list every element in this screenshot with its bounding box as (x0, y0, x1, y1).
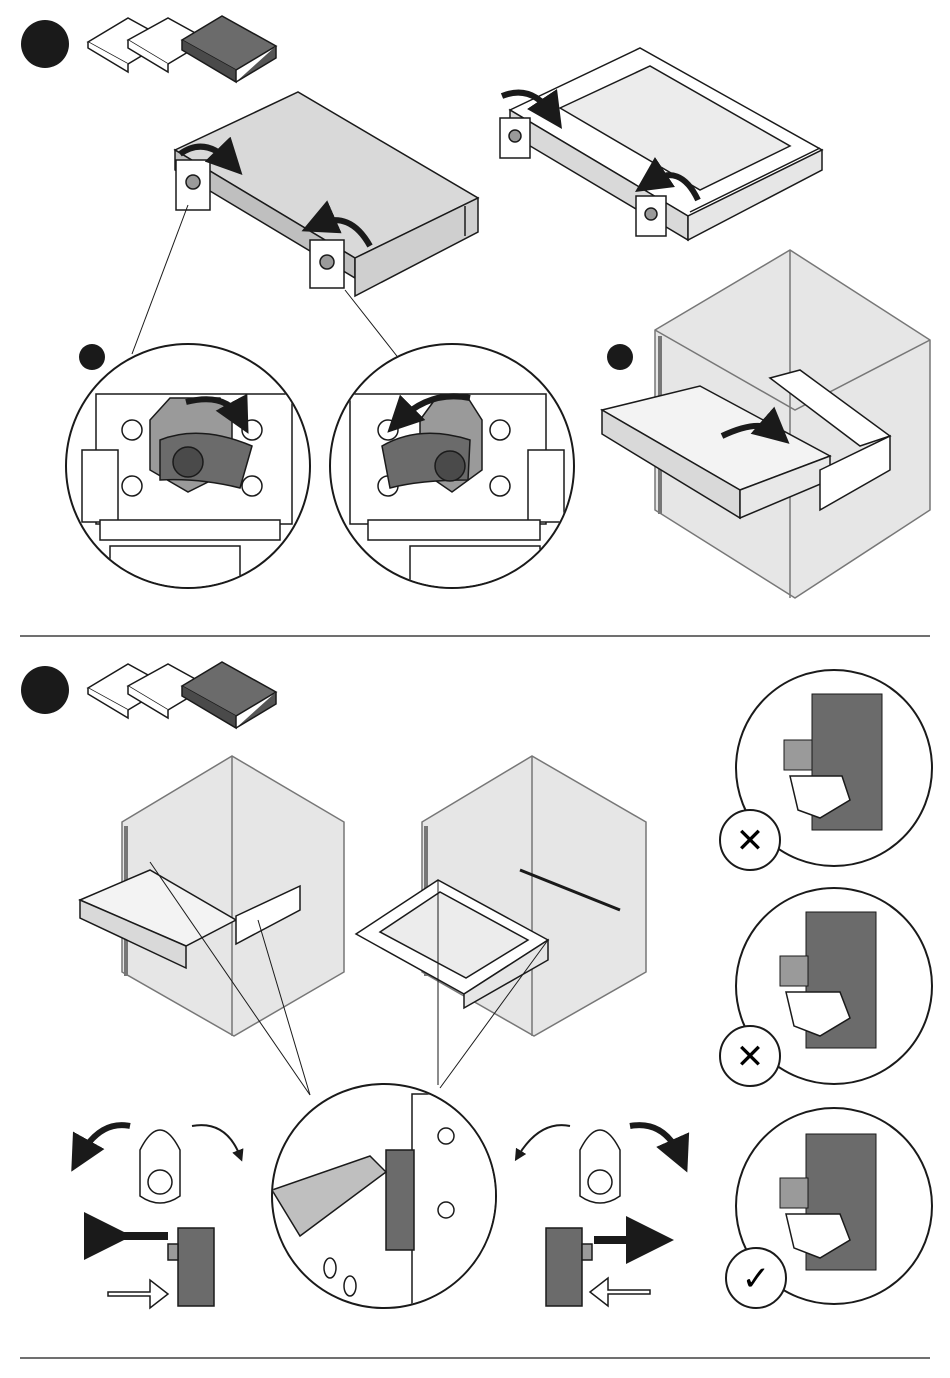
step-bullet-icon (79, 344, 105, 370)
release-lever-detail (272, 1084, 502, 1314)
drawer-clip-rotate-close (175, 92, 478, 296)
drawer-variants-icon (88, 16, 276, 82)
drawer-variants-icon (88, 662, 276, 728)
drawer-remove-cabinet (80, 756, 344, 1036)
clip-detail-left (66, 344, 310, 600)
drawer-remove-cabinet-tray (356, 756, 646, 1036)
check-incorrect-position-2: ✕ (720, 888, 932, 1086)
drawer-insert-cabinet (602, 250, 930, 598)
rotate-arrow-icon (630, 1125, 680, 1156)
section-2: ✕ ✕ ✓ (21, 662, 932, 1314)
cross-icon: ✕ (736, 1037, 765, 1077)
rotate-arrow-icon (518, 1125, 570, 1156)
check-icon: ✓ (742, 1259, 771, 1299)
check-incorrect-position-1: ✕ (720, 670, 932, 870)
section-1 (21, 16, 930, 600)
step-bullet-icon (21, 666, 69, 714)
cross-icon: ✕ (736, 821, 765, 861)
rotate-arrow-icon (80, 1125, 130, 1156)
step-bullet-icon (21, 20, 69, 68)
release-lever-left (80, 1125, 240, 1308)
clip-detail-right (330, 344, 574, 600)
push-arrow-icon (108, 1280, 168, 1308)
release-lever-right (518, 1125, 680, 1306)
rotate-arrow-icon (192, 1125, 240, 1156)
step-bullet-icon (607, 344, 633, 370)
drawer-clip-rotate-far (500, 48, 822, 240)
check-correct-position: ✓ (726, 1108, 932, 1308)
pull-arrow-icon (590, 1278, 650, 1306)
